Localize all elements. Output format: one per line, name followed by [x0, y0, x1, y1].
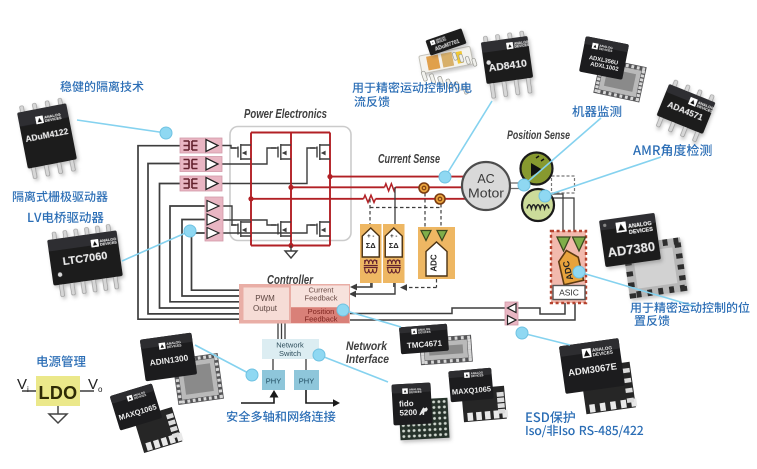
- svg-text:DEVICES: DEVICES: [100, 240, 118, 247]
- svg-text:+ -: + -: [390, 234, 397, 240]
- svg-text:DEVICES: DEVICES: [592, 350, 613, 358]
- svg-text:ANALOG: ANALOG: [514, 40, 529, 46]
- svg-text:ΣΔ: ΣΔ: [389, 241, 400, 250]
- svg-text:Power Electronics: Power Electronics: [244, 107, 327, 121]
- svg-text:Current Sense: Current Sense: [378, 152, 440, 166]
- svg-text:+ -: + -: [367, 234, 374, 240]
- svg-text:DEVICES: DEVICES: [696, 103, 714, 114]
- svg-text:Network: Network: [276, 341, 304, 350]
- svg-text:DEVICES: DEVICES: [134, 393, 147, 401]
- svg-text:ANALOG: ANALOG: [599, 44, 614, 51]
- svg-text:AD8410: AD8410: [488, 57, 528, 74]
- svg-text:ANALOG: ANALOG: [471, 370, 484, 375]
- svg-text:ANALOG: ANALOG: [418, 327, 431, 332]
- svg-text:DEVICES: DEVICES: [599, 47, 613, 54]
- svg-text:ADXL356U: ADXL356U: [588, 55, 618, 67]
- svg-text:ADXL1002: ADXL1002: [590, 62, 619, 73]
- svg-text:DEVICES: DEVICES: [409, 390, 422, 395]
- svg-text:5200: 5200: [399, 408, 418, 418]
- svg-text:PHY: PHY: [266, 377, 281, 386]
- svg-text:Network: Network: [346, 339, 388, 353]
- svg-text:DEVICES: DEVICES: [514, 43, 530, 49]
- svg-text:ΣΔ: ΣΔ: [366, 241, 377, 250]
- svg-text:AC: AC: [477, 172, 494, 186]
- svg-text:PWM: PWM: [255, 294, 275, 303]
- svg-text:i: i: [27, 385, 29, 394]
- svg-text:Controller: Controller: [267, 273, 314, 287]
- svg-text:fido: fido: [399, 399, 414, 409]
- svg-text:Interface: Interface: [346, 352, 389, 366]
- svg-text:o: o: [98, 385, 103, 394]
- svg-text:Feedback: Feedback: [305, 315, 338, 324]
- svg-text:DEVICES: DEVICES: [629, 227, 654, 236]
- svg-text:Feedback: Feedback: [305, 294, 338, 303]
- svg-text:LDO: LDO: [39, 383, 78, 403]
- svg-text:DEVICES: DEVICES: [436, 39, 447, 44]
- svg-text:ANALOG: ANALOG: [592, 345, 613, 353]
- svg-text:DEVICES: DEVICES: [418, 330, 431, 335]
- svg-text:DEVICES: DEVICES: [167, 343, 183, 349]
- svg-text:AD7380: AD7380: [607, 239, 656, 260]
- svg-text:DEVICES: DEVICES: [44, 115, 62, 123]
- svg-text:ADC: ADC: [430, 254, 439, 272]
- svg-text:ANALOG: ANALOG: [435, 36, 446, 42]
- svg-text:ANALOG: ANALOG: [133, 390, 147, 398]
- svg-text:ANALOG: ANALOG: [697, 100, 715, 111]
- svg-text:Output: Output: [253, 304, 278, 313]
- svg-text:PHY: PHY: [299, 377, 314, 386]
- svg-text:Current: Current: [308, 286, 334, 295]
- svg-text:V: V: [17, 376, 27, 393]
- svg-text:MAXQ1065: MAXQ1065: [452, 384, 492, 396]
- svg-text:ASIC: ASIC: [559, 288, 579, 298]
- svg-text:ANALOG: ANALOG: [166, 340, 181, 346]
- svg-text:ANALOG: ANALOG: [44, 111, 62, 119]
- svg-text:ANALOG: ANALOG: [628, 221, 652, 230]
- svg-text:Switch: Switch: [279, 349, 301, 358]
- svg-text:Motor: Motor: [468, 187, 504, 201]
- svg-text:TMC4671: TMC4671: [407, 339, 443, 351]
- svg-text:ADC: ADC: [561, 259, 575, 281]
- svg-text:Position: Position: [308, 307, 335, 316]
- svg-text:ANALOG: ANALOG: [99, 236, 116, 243]
- svg-text:Position Sense: Position Sense: [507, 128, 570, 142]
- svg-text:V: V: [88, 376, 98, 393]
- svg-text:ANALOG: ANALOG: [409, 387, 422, 392]
- svg-text:DEVICES: DEVICES: [471, 373, 484, 378]
